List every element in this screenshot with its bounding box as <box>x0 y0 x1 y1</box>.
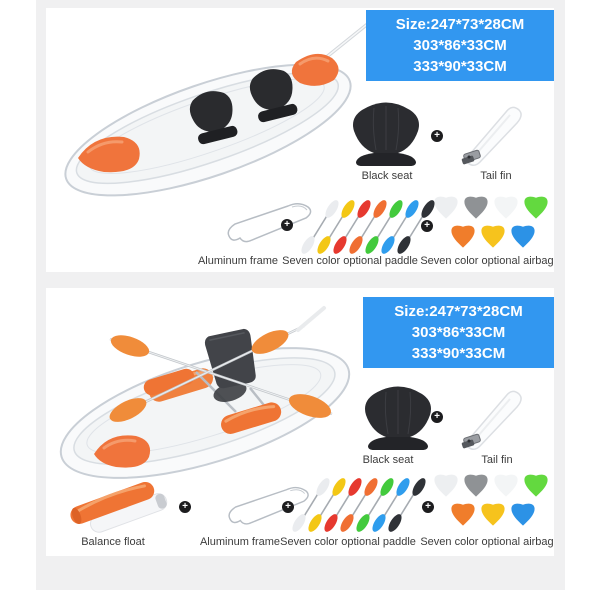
black-seat-label: Black seat <box>362 454 414 466</box>
size-line-1: Size:247*73*28CM <box>395 16 525 33</box>
aluminum-frame-label: Aluminum frame <box>199 536 281 548</box>
size-info-box: Size:247*73*28CM 303*86*33CM 333*90*33CM <box>363 297 554 368</box>
seven-color-paddle-image <box>291 476 441 534</box>
paddle-color-4 <box>340 478 378 532</box>
airbag-color-4 <box>524 474 548 497</box>
size-line-2: 303*86*33CM <box>411 324 506 341</box>
paddle-color-3 <box>324 478 362 532</box>
paddle-color-3 <box>333 200 371 254</box>
size-line-2: 303*86*33CM <box>413 37 507 54</box>
plus-icon: + <box>281 219 293 231</box>
airbag-color-7 <box>511 503 535 526</box>
page-background-panel: Size:247*73*28CM 303*86*33CM 333*90*33CM… <box>36 0 565 590</box>
tail-fin-label: Tail fin <box>481 454 513 466</box>
black-seat-image <box>365 386 431 450</box>
airbag-color-4 <box>524 196 548 219</box>
airbag-color-2 <box>464 196 488 219</box>
tail-fin-image <box>461 390 522 450</box>
plus-icon: + <box>431 411 443 423</box>
paddle-color-5 <box>365 200 403 254</box>
size-line-3: 333*90*33CM <box>413 58 507 75</box>
paddle-color-6 <box>381 200 419 254</box>
aluminum-frame-image <box>227 203 312 243</box>
seven-color-paddle-image <box>300 198 450 256</box>
airbag-label: Seven color optional airbag <box>420 255 554 267</box>
paddle-color-7 <box>388 478 426 532</box>
airbag-label: Seven color optional airbag <box>420 536 554 548</box>
airbag-color-6 <box>481 503 505 526</box>
airbag-color-6 <box>481 225 505 248</box>
product-card-tandem-kayak: Size:247*73*28CM 303*86*33CM 333*90*33CM… <box>46 8 554 272</box>
airbag-color-5 <box>451 503 475 526</box>
seven-color-airbag-image <box>432 472 552 528</box>
paddle-color-2 <box>317 200 355 254</box>
size-line-3: 333*90*33CM <box>411 345 506 362</box>
size-info-box: Size:247*73*28CM 303*86*33CM 333*90*33CM <box>366 10 554 81</box>
paddle-color-1 <box>292 478 330 532</box>
paddle-color-7 <box>397 200 435 254</box>
transparent-kayak-outrigger-image <box>59 306 351 479</box>
airbag-color-3 <box>494 196 518 219</box>
airbag-color-2 <box>464 474 488 497</box>
transparent-kayak-two-seat-image <box>64 20 376 197</box>
black-seat-image <box>353 102 419 166</box>
airbag-color-1 <box>434 196 458 219</box>
paddle-color-5 <box>356 478 394 532</box>
balance-float-image <box>70 482 168 533</box>
airbag-color-5 <box>451 225 475 248</box>
paddle-color-4 <box>349 200 387 254</box>
tail-fin-label: Tail fin <box>480 170 512 182</box>
paddle-label: Seven color optional paddle <box>280 536 416 548</box>
paddle-color-6 <box>372 478 410 532</box>
paddle-color-2 <box>308 478 346 532</box>
aluminum-frame-label: Aluminum frame <box>197 255 279 267</box>
product-card-single-kayak-outrigger: Size:247*73*28CM 303*86*33CM 333*90*33CM… <box>46 288 554 556</box>
paddle-label: Seven color optional paddle <box>282 255 418 267</box>
aluminum-frame-image <box>228 486 309 525</box>
airbag-color-1 <box>434 474 458 497</box>
airbag-color-3 <box>494 474 518 497</box>
paddle-color-1 <box>301 200 339 254</box>
size-line-1: Size:247*73*28CM <box>394 303 523 320</box>
plus-icon: + <box>282 501 294 513</box>
balance-float-label: Balance float <box>81 536 145 548</box>
plus-icon: + <box>421 220 433 232</box>
plus-icon: + <box>431 130 443 142</box>
tail-fin-image <box>461 106 522 166</box>
airbag-color-7 <box>511 225 535 248</box>
plus-icon: + <box>179 501 191 513</box>
black-seat-label: Black seat <box>361 170 413 182</box>
seven-color-airbag-image <box>432 194 552 250</box>
plus-icon: + <box>422 501 434 513</box>
